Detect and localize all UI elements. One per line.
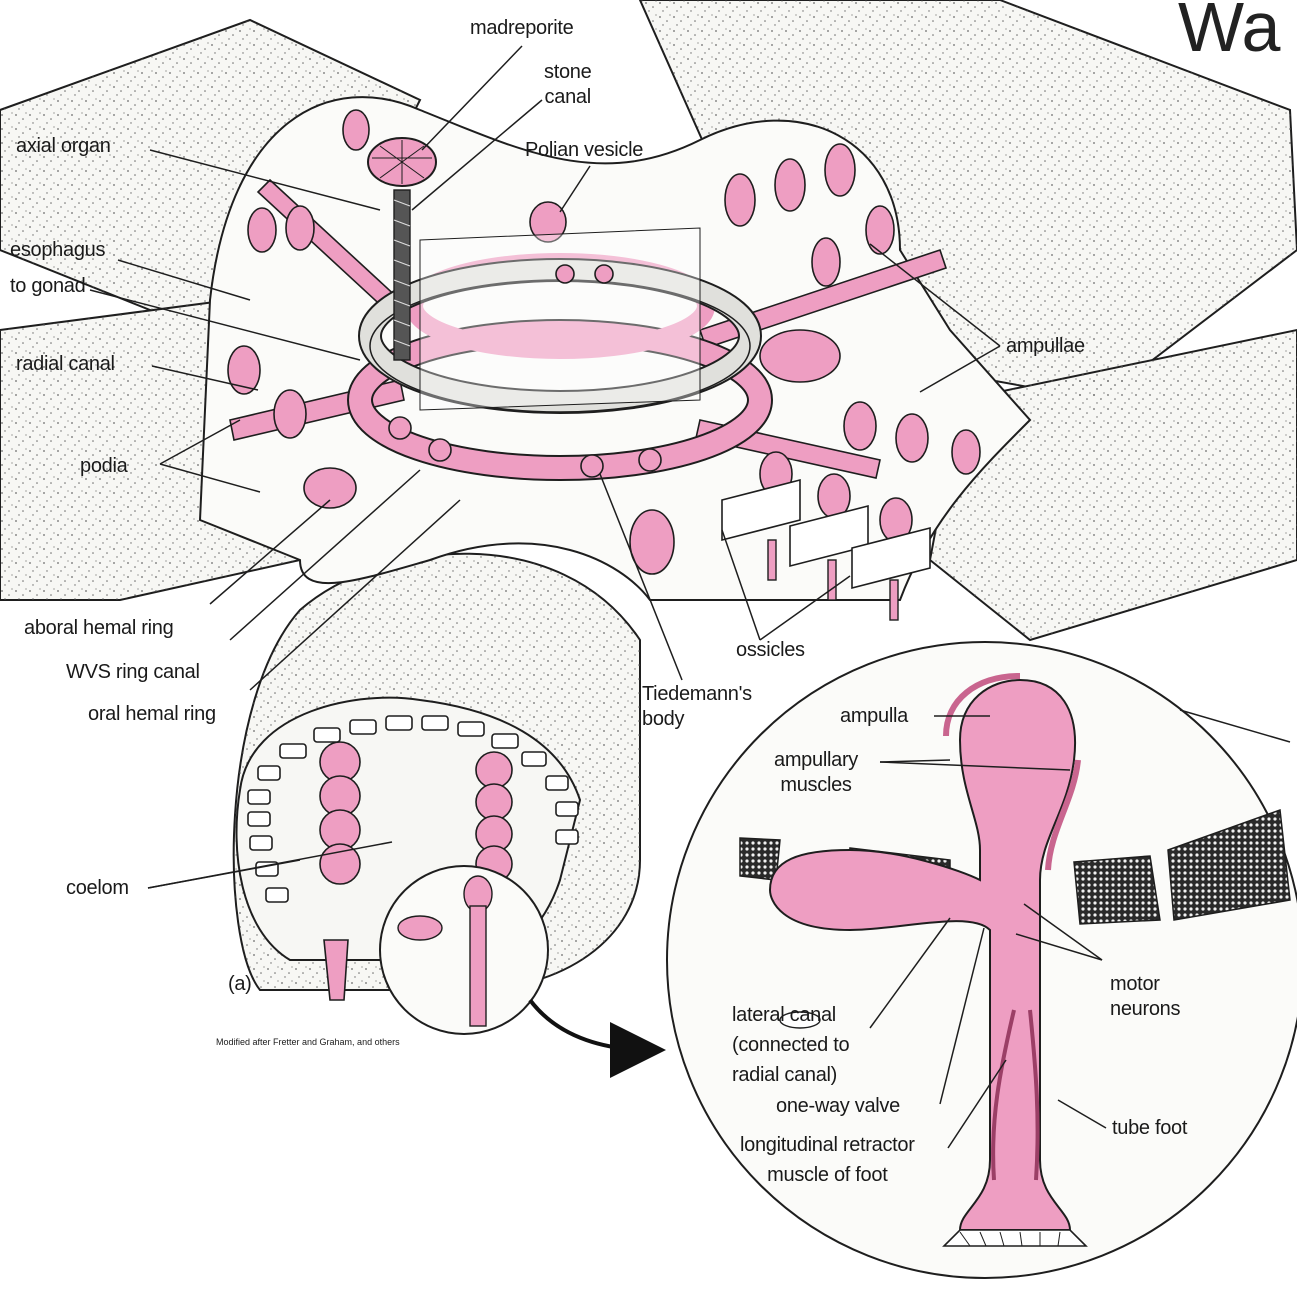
label-oral-hemal-ring: oral hemal ring <box>88 702 216 727</box>
label-tube-foot: tube foot <box>1112 1116 1187 1141</box>
label-esophagus: esophagus <box>10 238 105 263</box>
label-axial-organ: axial organ <box>16 134 111 159</box>
label-wvs-ring-canal: WVS ring canal <box>66 660 200 685</box>
label-stone-canal: stone canal <box>544 60 591 110</box>
label-tiedemanns-body: Tiedemann's body <box>642 682 752 732</box>
label-lateral-canal: lateral canal (connected to radial canal… <box>732 1000 849 1090</box>
label-ossicles: ossicles <box>736 638 805 663</box>
label-motor-neurons: motor neurons <box>1110 972 1180 1022</box>
title-fragment: Wa <box>1178 0 1280 62</box>
label-longitudinal-retractor: longitudinal retractor muscle of foot <box>740 1130 915 1190</box>
label-aboral-hemal-ring: aboral hemal ring <box>24 616 173 641</box>
label-podia: podia <box>80 454 127 479</box>
label-ampullary-muscles: ampullary muscles <box>774 748 858 798</box>
label-radial-canal: radial canal <box>16 352 115 377</box>
magnify-arrow <box>530 1000 650 1050</box>
source-caption: Modified after Fretter and Graham, and o… <box>216 1036 400 1048</box>
label-polian-vesicle: Polian vesicle <box>525 138 643 163</box>
stone-canal <box>394 190 410 360</box>
label-ampulla: ampulla <box>840 704 908 729</box>
label-to-gonad: to gonad <box>10 274 85 299</box>
label-coelom: coelom <box>66 876 129 901</box>
label-one-way-valve: one-way valve <box>776 1094 900 1119</box>
panel-letter: (a) <box>228 972 252 997</box>
label-madreporite: madreporite <box>470 16 573 41</box>
label-ampullae: ampullae <box>1006 334 1085 359</box>
tube-foot-magnifier-small <box>380 866 548 1034</box>
